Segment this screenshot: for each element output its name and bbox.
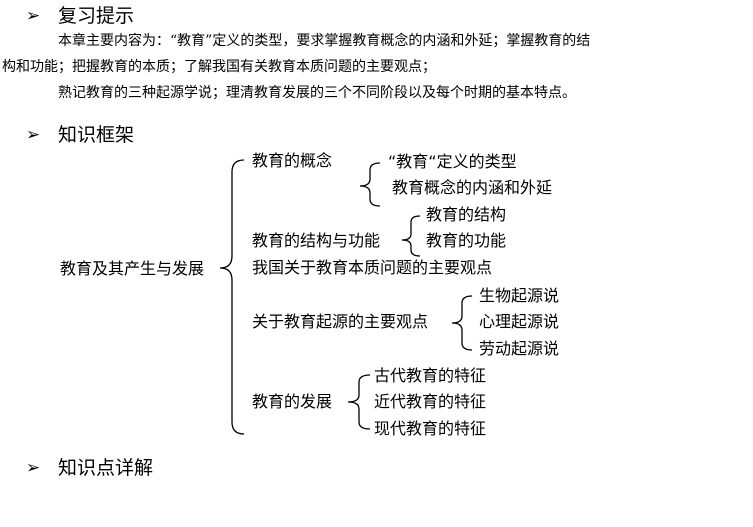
node-origin-child-1: 生物起源说	[479, 286, 560, 305]
node-concept-child-2: 教育概念的内涵和外延	[392, 178, 553, 197]
node-origin: 关于教育起源的主要观点	[252, 312, 429, 331]
node-development: 教育的发展	[252, 392, 333, 411]
framework-heading: 知识框架	[58, 124, 135, 146]
origin-brace	[451, 295, 473, 351]
node-origin-child-3: 劳动起源说	[479, 339, 560, 358]
node-concept-child-1: “教育“定义的类型	[388, 152, 517, 171]
node-structure-child-1: 教育的结构	[426, 205, 507, 224]
node-development-child-3: 现代教育的特征	[374, 419, 487, 438]
concept-brace	[359, 162, 381, 207]
bullet-arrow-icon: ➢	[26, 125, 41, 145]
review-heading: 复习提示	[58, 5, 135, 27]
node-development-child-2: 近代教育的特征	[374, 392, 487, 411]
node-origin-child-2: 心理起源说	[479, 312, 560, 331]
node-essence: 我国关于教育本质问题的主要观点	[252, 258, 493, 277]
node-concept: 教育的概念	[252, 151, 333, 170]
node-structure: 教育的结构与功能	[252, 231, 381, 250]
review-line-2: 构和功能；把握教育的本质；了解我国有关教育本质问题的主要观点；	[2, 59, 436, 75]
main-brace	[219, 159, 245, 435]
node-development-child-1: 古代教育的特征	[374, 366, 487, 385]
bullet-arrow-icon: ➢	[26, 6, 41, 26]
review-line-1: 本章主要内容为：“教育”定义的类型，要求掌握教育概念的内涵和外延；掌握教育的结	[58, 33, 591, 49]
development-brace	[347, 374, 371, 430]
tree-root: 教育及其产生与发展	[60, 259, 205, 278]
node-structure-child-2: 教育的功能	[426, 231, 507, 250]
details-heading: 知识点详解	[58, 457, 154, 479]
review-line-3: 熟记教育的三种起源学说；理清教育发展的三个不同阶段以及每个时期的基本特点。	[58, 85, 576, 101]
bullet-arrow-icon: ➢	[26, 458, 41, 478]
structure-brace	[401, 215, 421, 257]
